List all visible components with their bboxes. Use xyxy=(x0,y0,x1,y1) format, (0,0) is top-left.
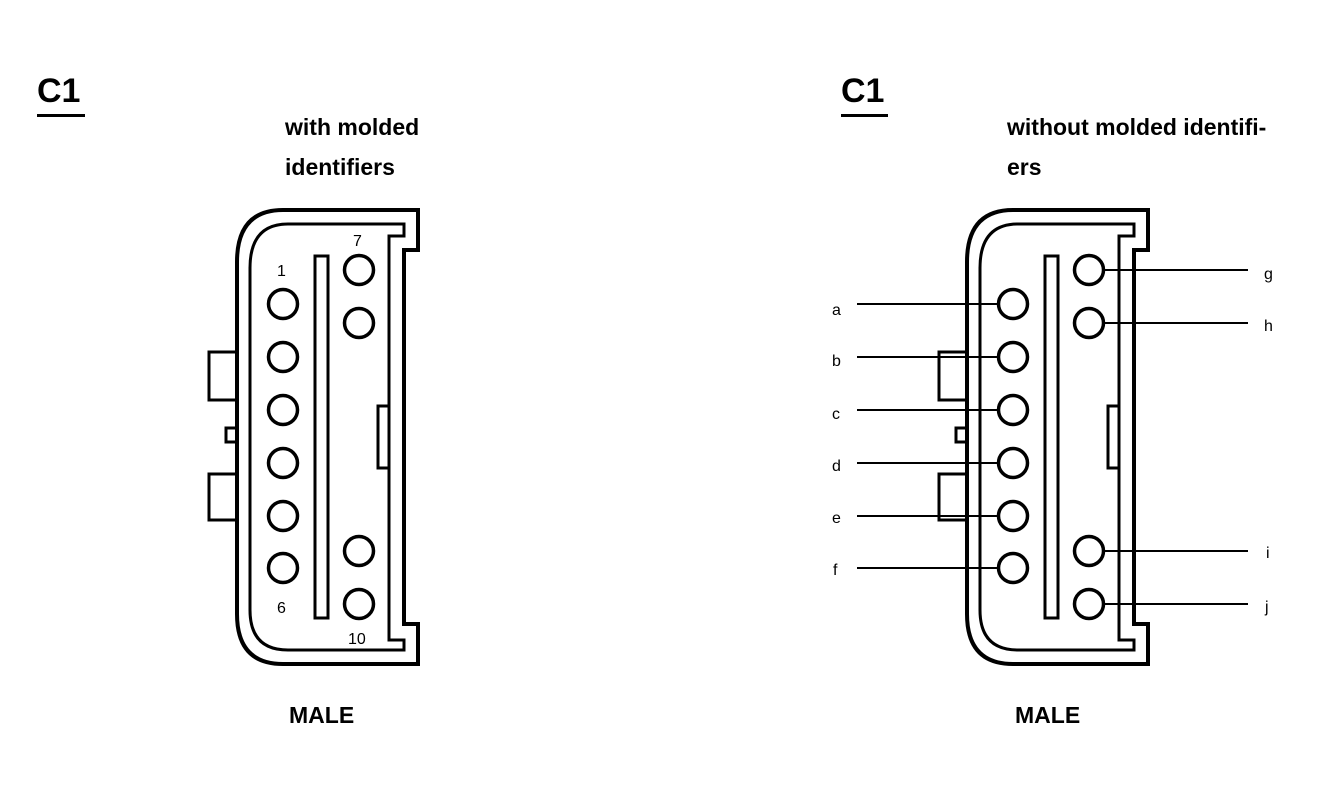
pin-cavity xyxy=(1072,534,1106,568)
pin-cavity xyxy=(1072,306,1106,340)
connector-latch-nub xyxy=(224,426,239,444)
pin-cavity xyxy=(996,393,1030,427)
connector-latch-nub xyxy=(954,426,969,444)
connector-panel-without-identifiers: C1 without molded identifi- ers xyxy=(660,0,1322,799)
connector-drawing: a b c d e f g h i j xyxy=(832,208,1273,666)
pin-letter-label: f xyxy=(833,562,838,579)
pin-cavity xyxy=(996,499,1030,533)
pin-cavity xyxy=(266,340,300,374)
pin-number-label: 1 xyxy=(277,263,286,280)
pin-letter-label: d xyxy=(832,458,841,475)
pin-letter-label: j xyxy=(1264,599,1269,616)
connector-inner-shell xyxy=(978,222,1136,652)
connector-keyway xyxy=(1043,254,1060,620)
connector-outer-shell xyxy=(235,208,420,666)
connector-panel-with-identifiers: C1 with molded identifiers xyxy=(0,0,660,799)
pin-number-label: 7 xyxy=(353,233,362,250)
pin-letter-label: c xyxy=(832,406,840,423)
pin-letter-label: e xyxy=(832,510,841,527)
connector-caption: with molded identifiers xyxy=(285,114,420,180)
pin-letter-label: a xyxy=(832,302,841,319)
pin-cavity xyxy=(996,340,1030,374)
connector-latch-lower xyxy=(937,472,969,522)
pin-number-label: 10 xyxy=(348,631,366,648)
pin-letter-label: g xyxy=(1264,266,1273,283)
pin-cavity xyxy=(266,393,300,427)
connector-gender-label: MALE xyxy=(1015,702,1081,728)
connector-id-label: C1 xyxy=(37,72,81,110)
connector-id-label: C1 xyxy=(841,72,885,110)
connector-caption: without molded identifi- ers xyxy=(1007,114,1267,180)
pin-number-label: 6 xyxy=(277,600,286,617)
connector-id-underline xyxy=(37,114,85,117)
pin-cavity xyxy=(342,306,376,340)
pin-cavity xyxy=(996,551,1030,585)
pin-cavity xyxy=(996,287,1030,321)
connector-latch-upper xyxy=(207,350,239,402)
pin-cavity xyxy=(1072,253,1106,287)
connector-drawing: 1 6 7 10 xyxy=(207,208,420,666)
pin-letter-label: i xyxy=(1266,545,1270,562)
connector-gender-label: MALE xyxy=(289,702,355,728)
pin-letter-label: h xyxy=(1264,318,1273,335)
pin-letter-label: b xyxy=(832,353,841,370)
connector-id-underline xyxy=(841,114,888,117)
pin-cavity xyxy=(996,446,1030,480)
pin-cavity xyxy=(342,253,376,287)
pin-cavity xyxy=(266,446,300,480)
pin-cavity xyxy=(1072,587,1106,621)
pin-cavity xyxy=(266,551,300,585)
connector-inner-shell xyxy=(248,222,406,652)
pin-cavity xyxy=(342,587,376,621)
connector-keyway xyxy=(313,254,330,620)
connector-latch-lower xyxy=(207,472,239,522)
connector-side-tab xyxy=(376,404,391,470)
pin-cavity xyxy=(266,287,300,321)
connector-side-tab xyxy=(1106,404,1121,470)
pin-cavity xyxy=(266,499,300,533)
connector-outer-shell xyxy=(965,208,1150,666)
pin-cavity xyxy=(342,534,376,568)
connector-latch-upper xyxy=(937,350,969,402)
